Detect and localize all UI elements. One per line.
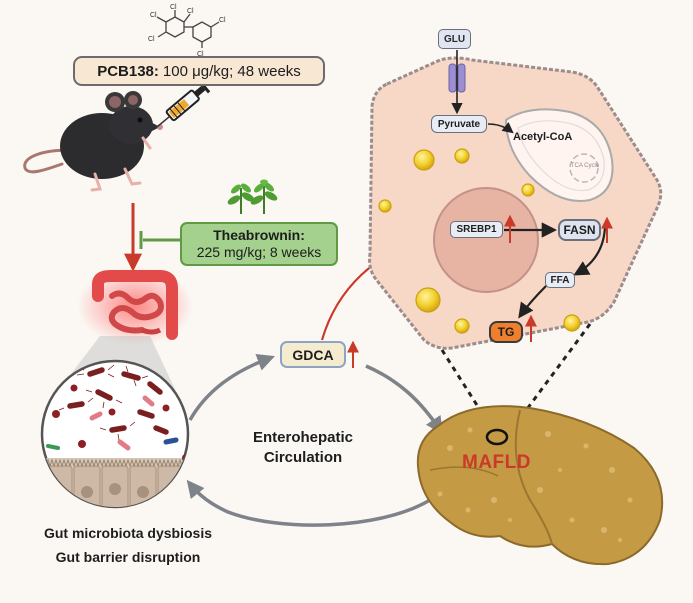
treatment-label: Theabrownin: 225 mg/kg; 8 weeks — [180, 222, 338, 266]
chlorine-label: Cl — [197, 51, 204, 58]
mitochondrion-icon — [504, 108, 614, 202]
compound-name: PCB138: — [97, 62, 159, 80]
srebp1-node: SREBP1 — [450, 221, 503, 238]
chlorine-label: Cl — [219, 17, 226, 24]
acetyl-coa-label: Acetyl-CoA — [513, 131, 573, 143]
gut-outcomes: Gut microbiota dysbiosis Gut barrier dis… — [30, 521, 226, 569]
exposure-dose: 100 μg/kg; 48 weeks — [162, 62, 301, 80]
tg-node: TG — [489, 321, 523, 343]
glucose-transporter-icon — [448, 63, 466, 93]
treatment-dose: 225 mg/kg; 8 weeks — [196, 244, 322, 260]
mouse-icon — [23, 91, 163, 192]
chlorine-label: Cl — [187, 8, 194, 15]
intestine-icon — [77, 266, 193, 346]
gdca-node: GDCA — [280, 341, 346, 368]
treatment-name: Theabrownin: — [213, 227, 305, 243]
molecule-structure-icon — [156, 10, 220, 48]
biliary-return-arrow — [186, 479, 431, 527]
circulation-label: Enterohepatic Circulation — [252, 429, 354, 466]
gut-outcome-dysbiosis: Gut microbiota dysbiosis — [43, 525, 213, 541]
liver-icon — [416, 405, 664, 566]
lipid-droplet — [378, 148, 581, 334]
chlorine-label: Cl — [148, 36, 155, 43]
liver-label: MAFLD — [462, 452, 531, 473]
plant-icon — [227, 179, 278, 214]
glucose-node: GLU — [438, 29, 471, 49]
chlorine-label: Cl — [170, 4, 177, 11]
portal-return-arrow — [188, 354, 275, 421]
inhibition-arrow — [139, 231, 180, 249]
tca-cycle-label: TCA Cycle — [570, 163, 600, 169]
exposure-label: PCB138: 100 μg/kg; 48 weeks — [73, 56, 325, 86]
fasn-node: FASN — [558, 219, 601, 241]
ffa-node: FFA — [545, 272, 575, 288]
hepatic-uptake-arrow — [365, 364, 443, 435]
gut-lumen-view — [40, 359, 190, 509]
gut-outcome-barrier: Gut barrier disruption — [55, 549, 201, 565]
pyruvate-node: Pyruvate — [431, 115, 487, 133]
syringe-icon — [155, 80, 211, 129]
chlorine-label: Cl — [150, 12, 157, 19]
